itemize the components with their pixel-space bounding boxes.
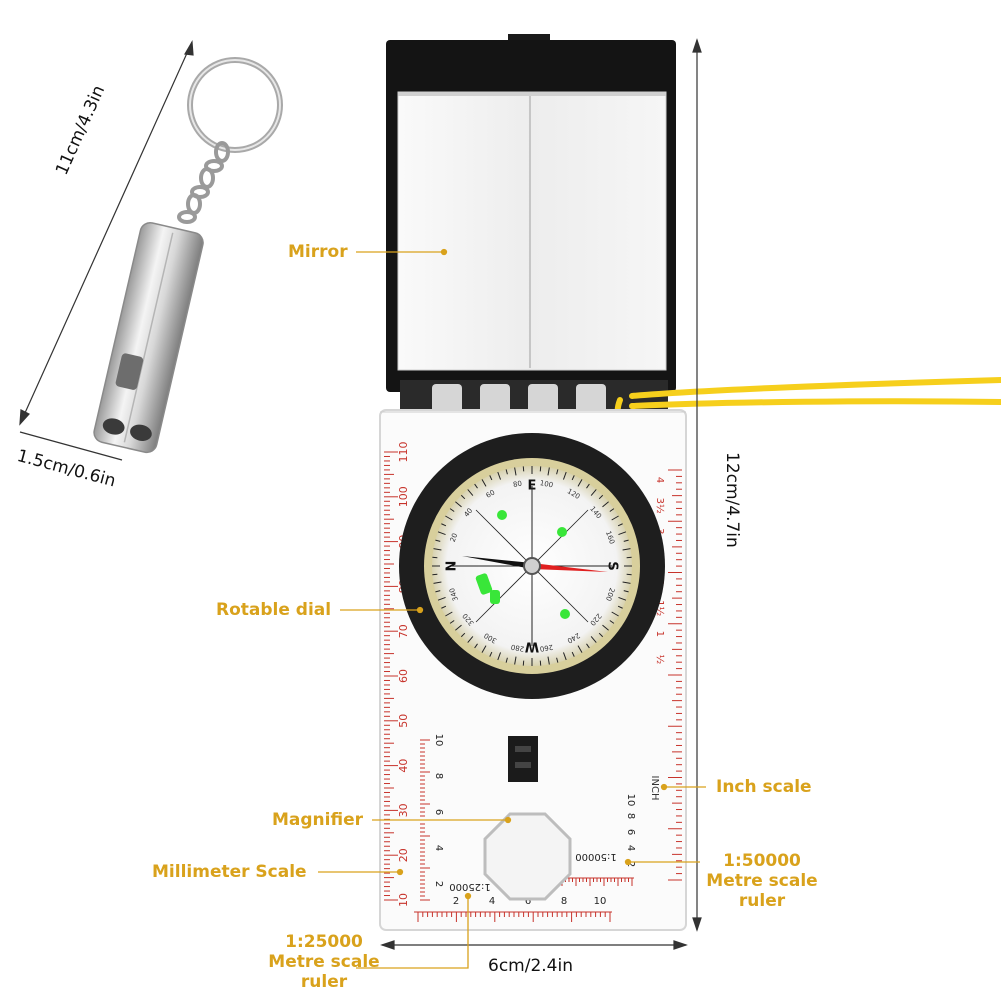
inch-scale-label: Inch scale xyxy=(716,777,812,797)
mm-tick-label: 70 xyxy=(397,624,410,638)
chain xyxy=(179,143,228,222)
inch-tick-label: 1 xyxy=(654,631,665,637)
scale-25000-line3: ruler xyxy=(262,972,386,992)
mm-tick-label: 60 xyxy=(397,669,410,683)
scale-25000-tick-label: 4 xyxy=(489,896,495,907)
compass-length-label: 12cm/4.7in xyxy=(722,452,742,548)
scale-side-tick-label: 2 xyxy=(433,881,444,887)
magnifier-label: Magnifier xyxy=(272,810,363,830)
inch-label: INCH xyxy=(649,776,660,801)
mm-tick-label: 50 xyxy=(397,714,410,728)
scale-25000-ratio-text: 1:25000 xyxy=(449,881,491,892)
scale-50000-ratio-text: 1:50000 xyxy=(575,851,617,862)
mm-tick-label: 30 xyxy=(397,803,410,817)
compass-width-label: 6cm/2.4in xyxy=(488,956,573,976)
whistle xyxy=(92,60,280,454)
inch-tick-label: 3½ xyxy=(654,498,666,514)
mirror-label: Mirror xyxy=(288,242,348,262)
scale-50000-tick-label: 4 xyxy=(625,845,636,851)
scale-side-tick-label: 10 xyxy=(433,734,444,747)
scale-50000-tick-label: 8 xyxy=(625,813,636,819)
scale-25000-tick-label: 8 xyxy=(561,896,567,907)
rotable-dial-label: Rotable dial xyxy=(216,600,331,620)
scale-25000-tick-label: 2 xyxy=(453,896,459,907)
scale-50000-line2: Metre scale xyxy=(700,871,824,891)
scale-50000-label: 1:50000 Metre scale ruler xyxy=(700,851,824,911)
mm-tick-label: 10 xyxy=(397,893,410,907)
inch-tick-label: ½ xyxy=(654,655,666,665)
compass-lid xyxy=(386,34,676,392)
direction-arrow xyxy=(508,736,538,782)
scale-50000-tick-label: 10 xyxy=(625,794,636,807)
scale-25000-line2: Metre scale xyxy=(262,952,386,972)
scale-25000-ratio: 1:25000 xyxy=(262,932,386,952)
millimeter-scale-label: Millimeter Scale xyxy=(152,862,307,882)
scale-25000-label: 1:25000 Metre scale ruler xyxy=(262,932,386,992)
dial-degree: 80 xyxy=(512,480,522,489)
scale-side-tick-label: 6 xyxy=(433,809,444,815)
mm-tick-label: 20 xyxy=(397,848,410,862)
mm-tick-label: 110 xyxy=(397,442,410,463)
scale-50000-tick-label: 6 xyxy=(625,829,636,835)
mm-tick-label: 100 xyxy=(397,486,410,507)
inch-tick-label: 4 xyxy=(654,477,665,483)
magnifier xyxy=(485,814,570,899)
scale-side-tick-label: 8 xyxy=(433,773,444,779)
scale-50000-ratio: 1:50000 xyxy=(700,851,824,871)
mm-tick-label: 40 xyxy=(397,759,410,773)
scale-side-tick-label: 4 xyxy=(433,845,444,851)
scale-50000-line3: ruler xyxy=(700,891,824,911)
scale-25000-tick-label: 10 xyxy=(594,896,607,907)
